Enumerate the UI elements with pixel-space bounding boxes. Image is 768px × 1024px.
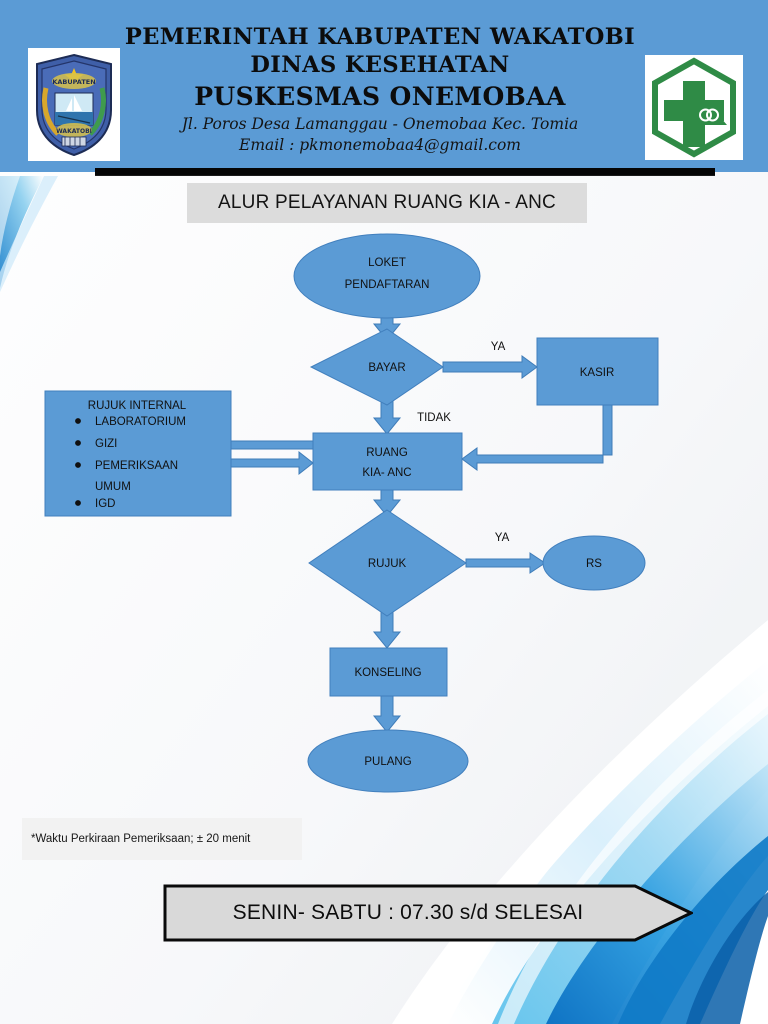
node-loket-pendaftaran[interactable]: LOKET PENDAFTARAN xyxy=(293,233,481,319)
connector-kasir-to-ruang xyxy=(461,404,613,471)
connector-rujuk-to-rs xyxy=(465,552,546,574)
edge-label-rujuk-ya: YA xyxy=(495,532,510,544)
connector-bayar-to-kasir xyxy=(442,355,538,379)
bullet-dot-icon xyxy=(75,462,81,468)
node-ruang-line2: KIA- ANC xyxy=(362,467,411,479)
node-rujuk-label: RUJUK xyxy=(368,558,407,570)
node-bayar-decision[interactable]: BAYAR xyxy=(309,328,444,406)
node-pulang-label: PULANG xyxy=(364,756,411,768)
node-konseling[interactable]: KONSELING xyxy=(329,647,448,697)
flowchart: LOKET PENDAFTARAN BAYAR KASIR RUJUK INTE… xyxy=(44,233,659,793)
node-rujuk-internal[interactable]: RUJUK INTERNAL LABORATORIUM GIZI PEMERIK… xyxy=(44,390,232,517)
node-konseling-label: KONSELING xyxy=(354,667,421,679)
node-rs-label: RS xyxy=(586,558,602,570)
node-rujuk-decision[interactable]: RUJUK xyxy=(308,509,467,617)
rujuk-internal-title: RUJUK INTERNAL xyxy=(88,400,187,412)
header-address: Jl. Poros Desa Lamanggau - Onemobaa Kec.… xyxy=(181,115,579,133)
kabupaten-wakatobi-crest: KABUPATEN WAKATOBI xyxy=(28,48,120,161)
header-underline xyxy=(95,168,715,175)
node-ruang-line1: RUANG xyxy=(366,447,408,459)
header-line-1: PEMERINTAH KABUPATEN WAKATOBI xyxy=(124,24,636,50)
edge-label-bayar-tidak: TIDAK xyxy=(417,412,451,424)
rujuk-internal-item-0: LABORATORIUM xyxy=(95,416,186,428)
node-rs[interactable]: RS xyxy=(542,535,646,591)
rujuk-internal-item-3: UMUM xyxy=(95,481,131,493)
header-email: Email : pkmonemobaa4@gmail.com xyxy=(239,136,521,154)
svg-text:WAKATOBI: WAKATOBI xyxy=(56,128,92,135)
connector-konseling-to-pulang xyxy=(372,695,402,733)
rujuk-internal-item-4: IGD xyxy=(95,498,115,510)
svg-text:KABUPATEN: KABUPATEN xyxy=(52,78,95,86)
bullet-dot-icon xyxy=(75,500,81,506)
flowchart-title: ALUR PELAYANAN RUANG KIA - ANC xyxy=(187,183,587,223)
node-kasir[interactable]: KASIR xyxy=(536,337,659,406)
node-ruang-kia-anc[interactable]: RUANG KIA- ANC xyxy=(312,432,463,491)
node-kasir-label: KASIR xyxy=(580,367,615,379)
schedule-banner-shape xyxy=(163,884,695,942)
node-pulang[interactable]: PULANG xyxy=(307,729,469,793)
bullet-dot-icon xyxy=(75,440,81,446)
schedule-banner: SENIN- SABTU : 07.30 s/d SELESAI xyxy=(163,884,695,942)
edge-label-bayar-ya: YA xyxy=(491,341,506,353)
rujuk-internal-item-1: GIZI xyxy=(95,438,117,450)
node-loket-line2: PENDAFTARAN xyxy=(345,279,430,291)
puskesmas-green-cross-logo xyxy=(645,55,743,160)
header-title-block: PEMERINTAH KABUPATEN WAKATOBI DINAS KESE… xyxy=(120,24,640,156)
footnote-estimated-time: *Waktu Perkiraan Pemeriksaan; ± 20 menit xyxy=(22,818,302,860)
header-line-3: PUSKESMAS ONEMOBAA xyxy=(194,82,566,111)
poster-header: KABUPATEN WAKATOBI PEMERINTAH KABUPATEN … xyxy=(0,0,768,172)
rujuk-internal-item-2: PEMERIKSAAN xyxy=(95,460,178,472)
header-line-2: DINAS KESEHATAN xyxy=(250,52,510,78)
bullet-dot-icon xyxy=(75,418,81,424)
node-loket-line1: LOKET xyxy=(368,257,406,269)
node-bayar-label: BAYAR xyxy=(368,362,405,374)
